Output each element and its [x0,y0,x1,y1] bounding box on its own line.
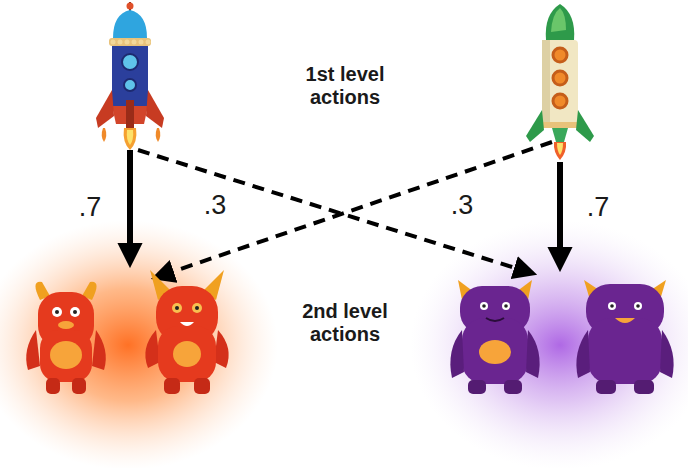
green-rocket [526,4,594,160]
purple-glow [410,220,688,468]
probability-label: .3 [451,190,474,221]
orange-glow [0,220,278,468]
purple-monster [576,280,673,394]
purple-monster [450,280,539,394]
probability-label: .7 [79,192,102,223]
red-monster [26,282,106,394]
solid-arrow [557,162,563,262]
dashed-arrow [160,142,552,276]
red-monster [145,270,228,394]
probability-label: .3 [204,190,227,221]
probability-label: .7 [587,192,610,223]
level-caption: 1st level actions [285,63,405,109]
level-caption: 2nd level actions [285,300,405,346]
transition-arrows [130,142,560,276]
blue-rocket [96,2,164,150]
solid-arrow [127,150,133,258]
